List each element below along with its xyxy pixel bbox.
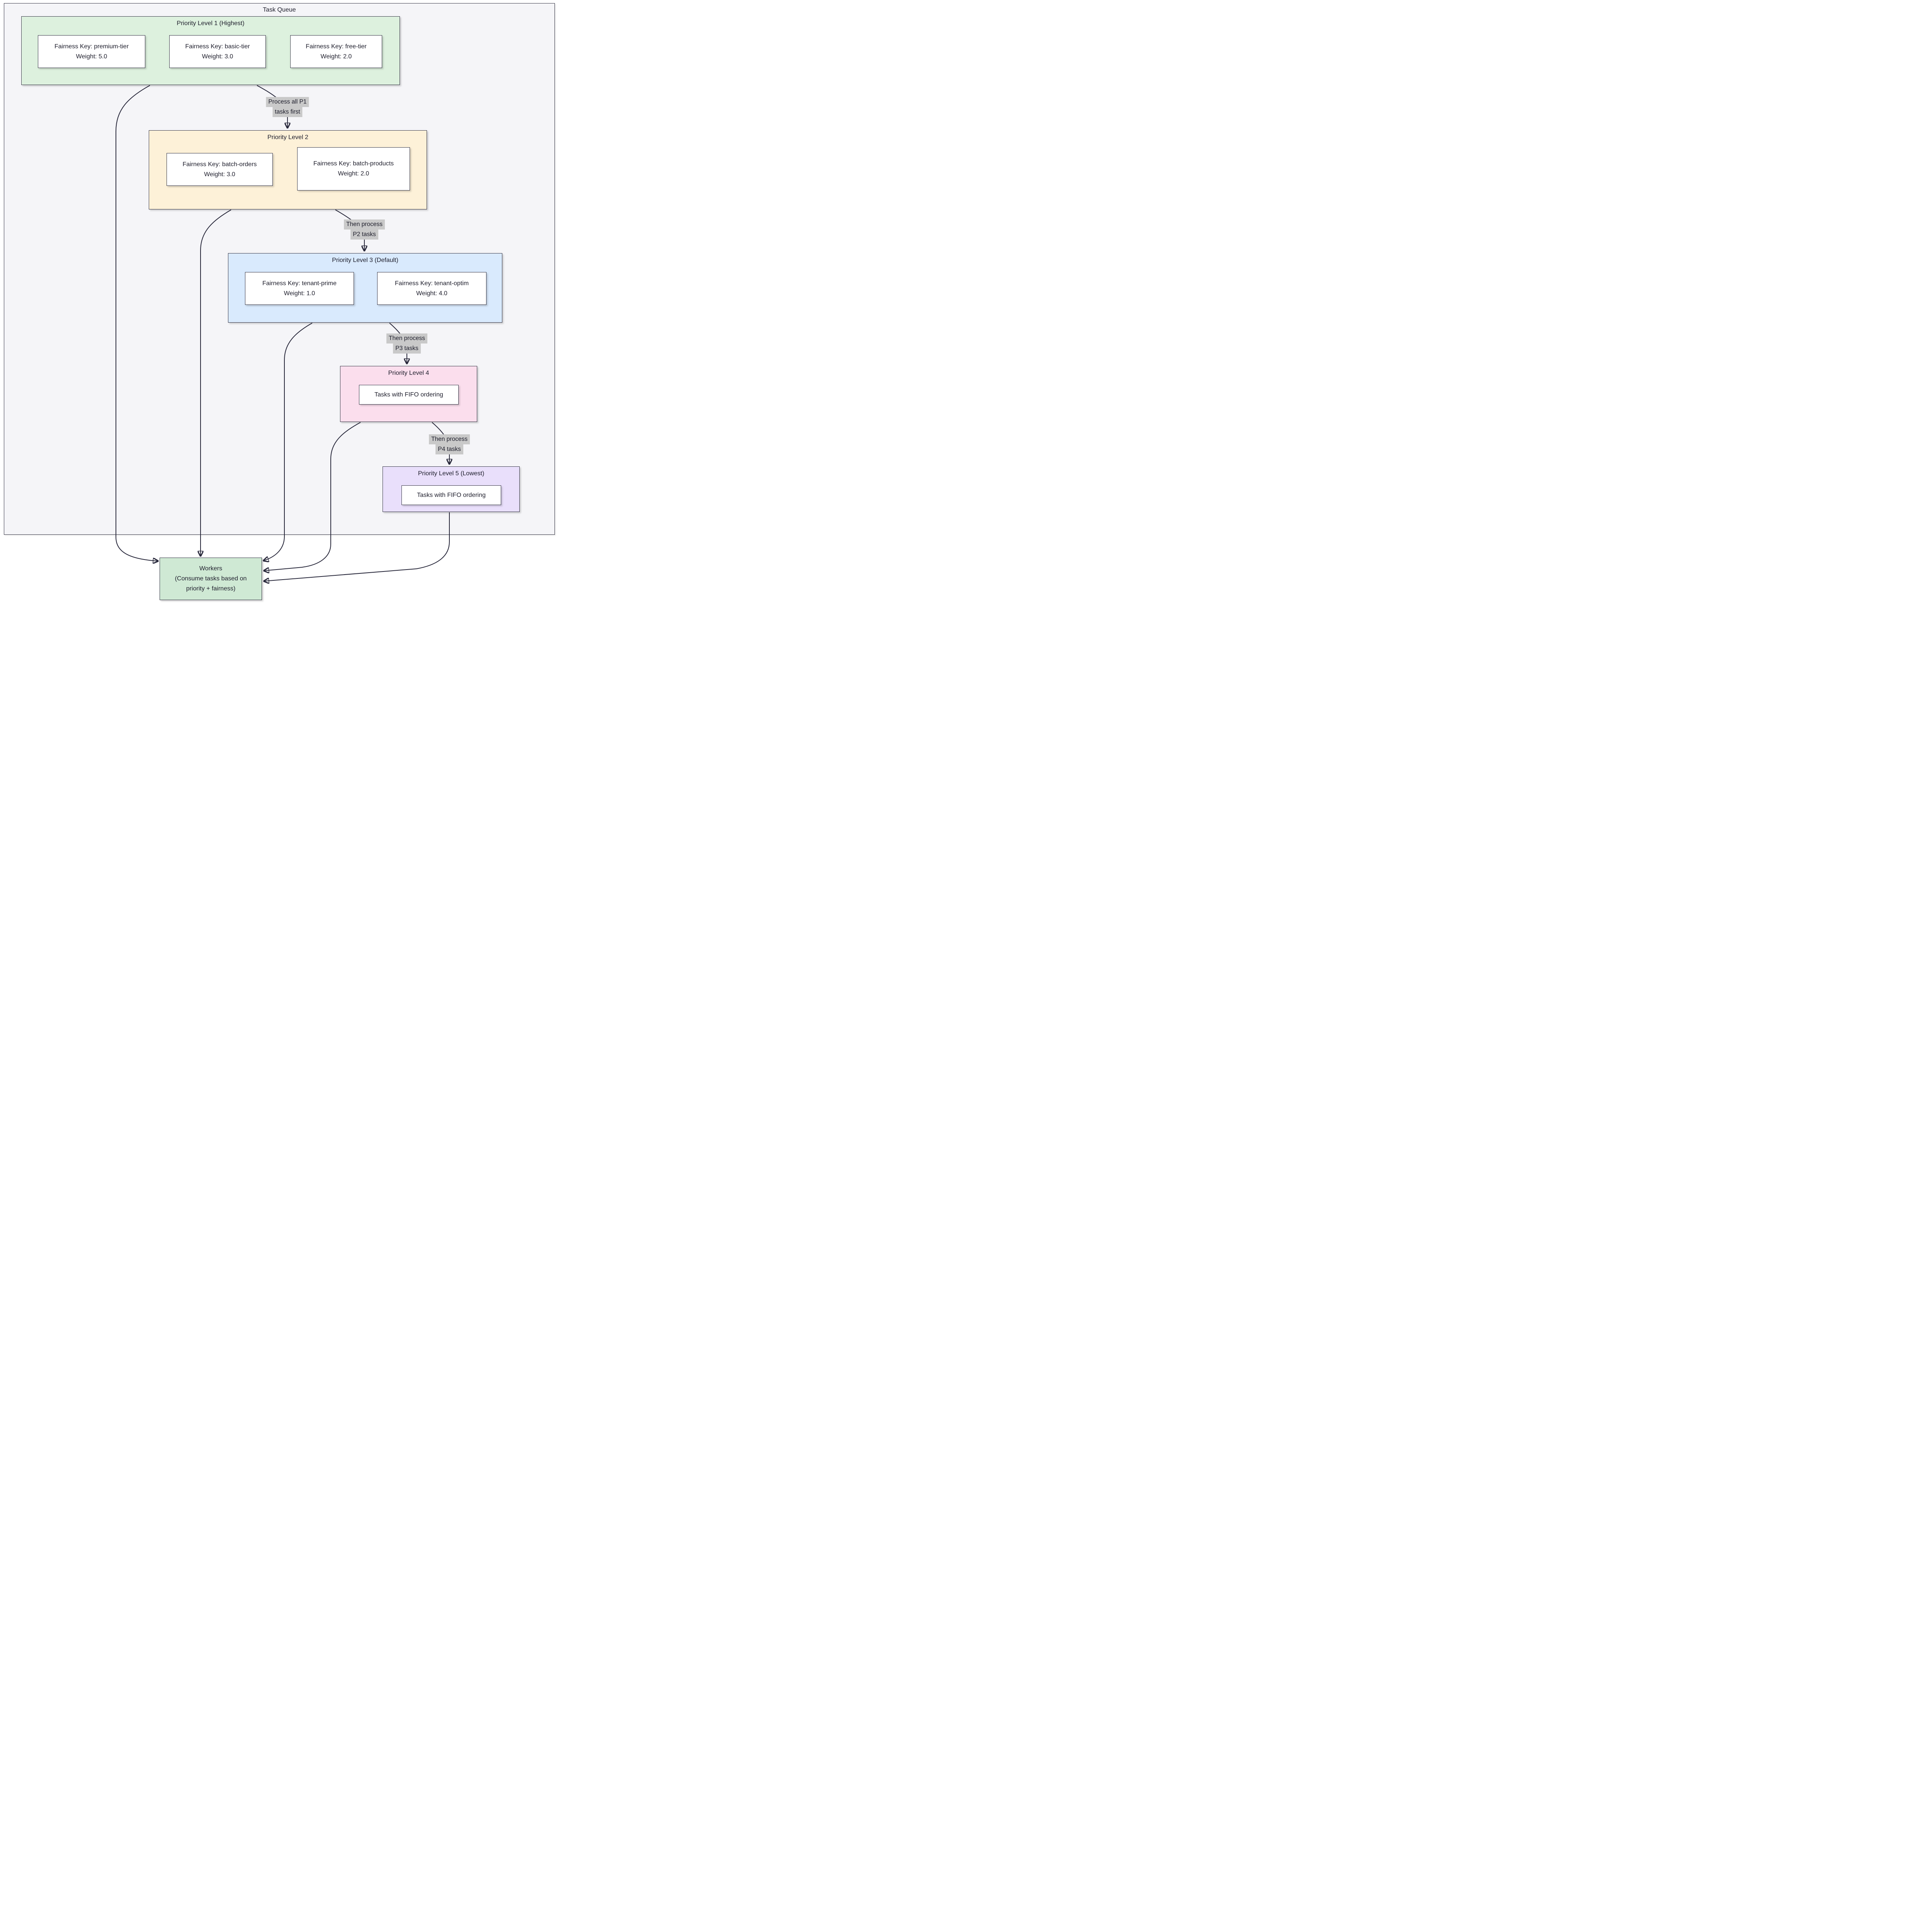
edges-layer xyxy=(116,85,596,603)
fairness-node-batch-orders: Fairness Key: batch-orders Weight: 3.0 xyxy=(167,153,273,186)
workers-subtitle-line: (Consume tasks based on xyxy=(175,575,247,582)
edge-label-line: Process all P1 xyxy=(266,97,309,107)
flowchart: Task Queue Priority Level 1 (Highest) Fa… xyxy=(0,0,596,603)
priority-level-2-title: Priority Level 2 xyxy=(267,134,308,141)
edge-label-p2-p3: Then process P2 tasks xyxy=(344,219,385,240)
fairness-key-label: Fairness Key: batch-orders xyxy=(182,161,257,168)
priority-level-2-group: Priority Level 2 Fairness Key: batch-ord… xyxy=(149,130,427,209)
workers-subtitle-line: priority + fairness) xyxy=(186,585,236,592)
priority-level-5-title: Priority Level 5 (Lowest) xyxy=(418,470,485,477)
edge-label-line: Then process xyxy=(386,333,427,344)
edge-label-line: tasks first xyxy=(272,107,303,117)
weight-label: Weight: 1.0 xyxy=(284,290,315,297)
weight-label: Weight: 5.0 xyxy=(76,53,107,60)
edge-p1-to-workers xyxy=(116,85,158,561)
fairness-key-label: Fairness Key: tenant-prime xyxy=(262,280,337,287)
fairness-key-label: Fairness Key: tenant-optim xyxy=(395,280,469,287)
fairness-node-tenant-optim: Fairness Key: tenant-optim Weight: 4.0 xyxy=(377,272,486,305)
fairness-key-label: Fairness Key: batch-products xyxy=(313,160,394,167)
fairness-node-premium-tier: Fairness Key: premium-tier Weight: 5.0 xyxy=(38,35,145,68)
priority-level-5-group: Priority Level 5 (Lowest) Tasks with FIF… xyxy=(383,466,520,512)
edge-label-line: P4 tasks xyxy=(435,444,463,454)
edge-p5-to-workers xyxy=(264,512,450,581)
task-queue-title: Task Queue xyxy=(263,7,296,13)
fifo-label: Tasks with FIFO ordering xyxy=(417,492,486,498)
edge-label-line: P2 tasks xyxy=(350,230,378,240)
edge-label-line: P3 tasks xyxy=(393,344,421,354)
weight-label: Weight: 2.0 xyxy=(320,53,352,60)
edge-p4-to-workers xyxy=(264,422,361,571)
fairness-node-batch-products: Fairness Key: batch-products Weight: 2.0 xyxy=(297,147,410,190)
edge-p2-to-workers xyxy=(201,209,231,556)
weight-label: Weight: 3.0 xyxy=(204,171,235,178)
workers-node: Workers (Consume tasks based on priority… xyxy=(160,558,262,600)
edge-label-line: Then process xyxy=(429,434,470,444)
weight-label: Weight: 4.0 xyxy=(416,290,447,297)
fairness-key-label: Fairness Key: premium-tier xyxy=(54,43,129,50)
workers-title: Workers xyxy=(199,565,223,572)
fairness-key-label: Fairness Key: free-tier xyxy=(306,43,367,50)
weight-label: Weight: 2.0 xyxy=(338,170,369,177)
fifo-node-p4: Tasks with FIFO ordering xyxy=(359,385,459,405)
priority-level-3-group: Priority Level 3 (Default) Fairness Key:… xyxy=(228,253,502,323)
fairness-key-label: Fairness Key: basic-tier xyxy=(185,43,250,50)
edge-label-p3-p4: Then process P3 tasks xyxy=(386,333,427,354)
edge-label-p4-p5: Then process P4 tasks xyxy=(429,434,470,454)
priority-level-4-title: Priority Level 4 xyxy=(388,370,429,376)
priority-level-3-title: Priority Level 3 (Default) xyxy=(332,257,398,264)
priority-level-4-group: Priority Level 4 Tasks with FIFO orderin… xyxy=(340,366,477,422)
edge-label-line: Then process xyxy=(344,219,385,230)
fairness-node-free-tier: Fairness Key: free-tier Weight: 2.0 xyxy=(290,35,382,68)
edge-p3-to-workers xyxy=(264,323,313,561)
edge-label-p1-p2: Process all P1 tasks first xyxy=(266,97,309,117)
priority-level-1-title: Priority Level 1 (Highest) xyxy=(177,20,245,27)
fairness-node-tenant-prime: Fairness Key: tenant-prime Weight: 1.0 xyxy=(245,272,354,305)
fifo-node-p5: Tasks with FIFO ordering xyxy=(401,485,501,505)
priority-level-1-group: Priority Level 1 (Highest) Fairness Key:… xyxy=(21,16,400,85)
fairness-node-basic-tier: Fairness Key: basic-tier Weight: 3.0 xyxy=(169,35,266,68)
weight-label: Weight: 3.0 xyxy=(202,53,233,60)
fifo-label: Tasks with FIFO ordering xyxy=(374,391,443,398)
